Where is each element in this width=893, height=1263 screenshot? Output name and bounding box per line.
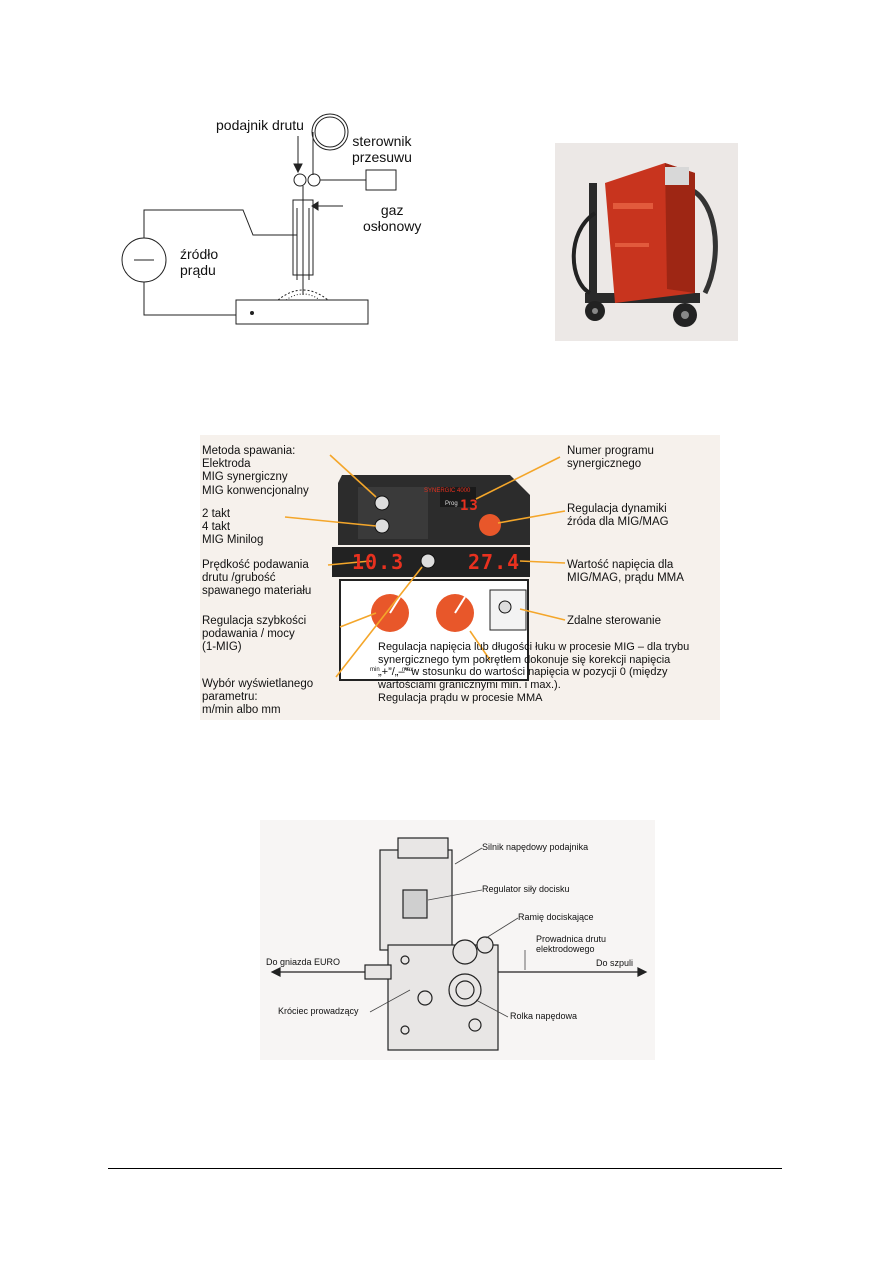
pressure-arm-label: Ramię dociskające <box>518 912 594 922</box>
feed-speed-label: Prędkość podawania drutu /grubość spawan… <box>202 559 312 598</box>
control-panel-drawing <box>284 454 566 681</box>
program-number-label: Numer programu synergicznego <box>567 445 654 471</box>
knob-max-label: max <box>402 667 414 673</box>
welding-machine-photo <box>555 143 738 341</box>
power-source-label: źródło prądu <box>180 246 219 279</box>
guide-tube-label: Króciec prowadzący <box>278 1006 359 1016</box>
to-spool-label: Do szpuli <box>596 958 634 968</box>
wire-feeder-figure: Silnik napędowy podajnika Regulator siły… <box>260 820 655 1060</box>
controller-label: sterownik przesuwu <box>352 133 412 166</box>
wire-feeder-drawing <box>270 837 648 1051</box>
welding-method-label: Metoda spawania: Elektroda MIG synergicz… <box>202 445 309 497</box>
feed-regulation-label: Regulacja szybkości podawania / mocy (1-… <box>202 615 307 654</box>
program-display: 13 <box>460 498 479 514</box>
wire-feeder-label: podajnik drutu <box>216 117 304 133</box>
welding-machine-image <box>555 143 738 341</box>
shielding-gas-label: gaz osłonowy <box>363 202 422 235</box>
motor-label: Silnik napędowy podajnika <box>482 842 589 852</box>
drive-roll-label: Rolka napędowa <box>510 1011 578 1021</box>
wire-guide-label: Prowadnica drutu elektrodowego <box>536 934 607 955</box>
mig-schematic-drawing <box>121 113 397 325</box>
panel-brand: SYNERGIC 4000 <box>424 488 471 494</box>
takt-mode-label: 2 takt 4 takt MIG Minilog <box>202 508 264 547</box>
voltage-value-label: Wartość napięcia dla MIG/MAG, prądu MMA <box>567 559 684 585</box>
voltage-display: 27.4 <box>468 550 521 574</box>
pressure-regulator-label: Regulator siły docisku <box>482 884 570 894</box>
remote-control-label: Zdalne sterowanie <box>567 615 661 627</box>
wire-speed-display: 10.3 <box>352 550 405 574</box>
knob-min-label: min <box>370 667 380 673</box>
parameter-select-label: Wybór wyświetlanego parametru: m/min alb… <box>202 678 314 717</box>
control-panel-figure: SYNERGIC 4000 Prog 13 10.3 27.4 min max … <box>200 435 720 720</box>
footer-rule <box>108 1168 782 1169</box>
dynamics-label: Regulacja dynamiki źróda dla MIG/MAG <box>567 503 669 529</box>
voltage-regulation-label: Regulacja napięcia lub długości łuku w p… <box>378 641 690 704</box>
to-euro-socket-label: Do gniazda EURO <box>266 957 341 967</box>
panel-prog-label: Prog <box>445 501 458 507</box>
mig-schematic-figure: podajnik drutu sterownik przesuwu gaz os… <box>108 100 421 340</box>
